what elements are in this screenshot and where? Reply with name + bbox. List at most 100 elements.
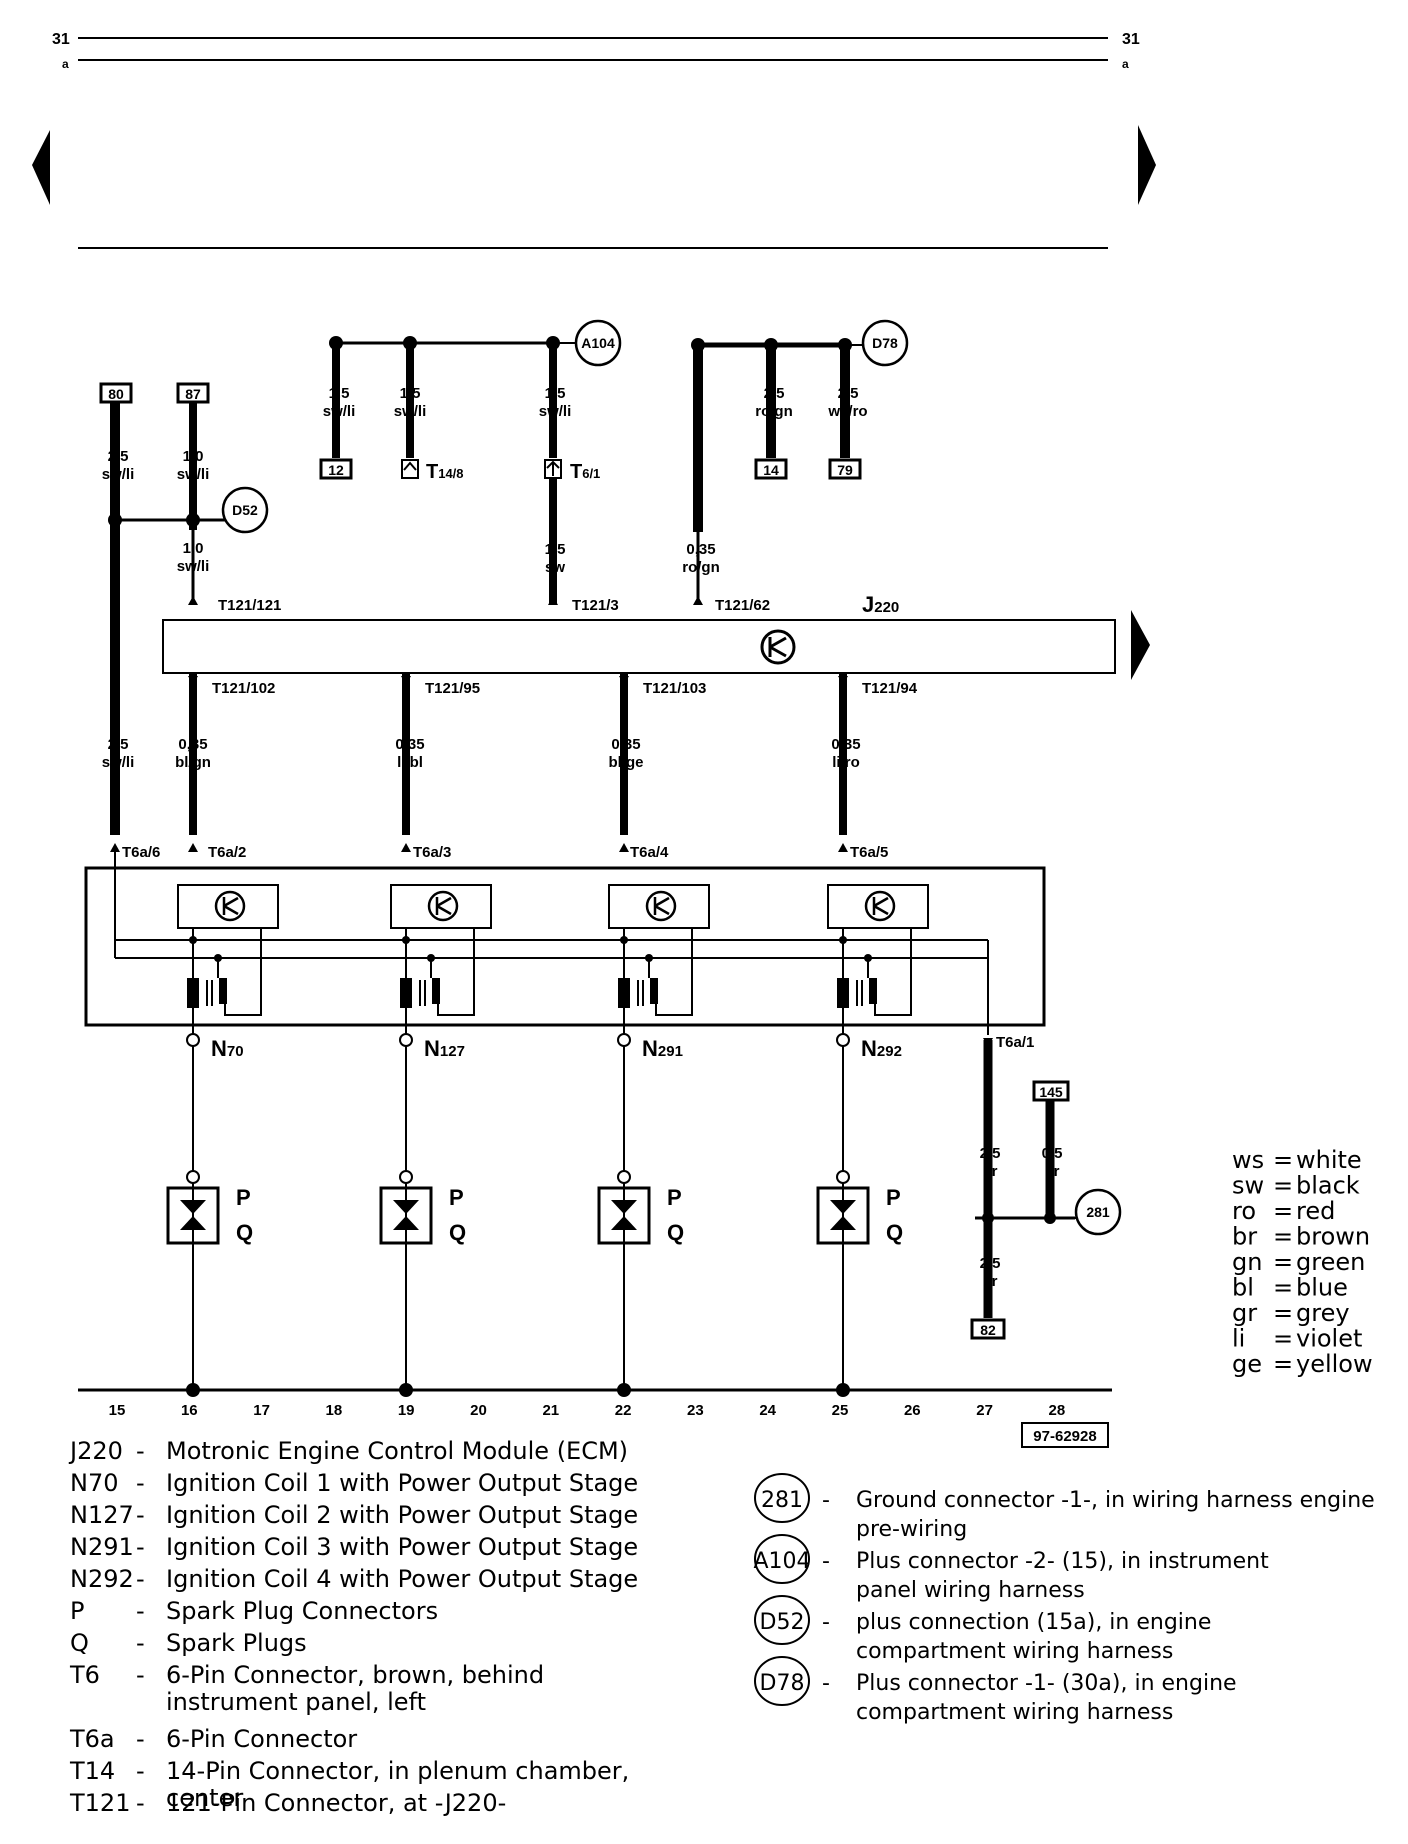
svg-text:T121/94: T121/94 (862, 680, 918, 697)
svg-text:D52: D52 (232, 502, 258, 518)
spark-plug-3: PQ (597, 1170, 684, 1245)
svg-text:panel wiring harness: panel wiring harness (856, 1578, 1085, 1603)
drawing-id-box (1021, 1422, 1109, 1448)
svg-text:281: 281 (1086, 1204, 1110, 1220)
color-name: red (1296, 1197, 1335, 1225)
track-number: 17 (253, 1402, 270, 1419)
svg-text:li/bl: li/bl (397, 754, 423, 771)
track-number: 26 (904, 1402, 921, 1419)
color-code: li (1232, 1325, 1245, 1353)
transistor-icon (427, 890, 459, 922)
page-number-right: 31 (1122, 31, 1140, 48)
svg-text:sw/li: sw/li (539, 403, 572, 420)
page-next-arrow-icon[interactable] (1138, 125, 1156, 205)
svg-text:-: - (822, 1488, 830, 1513)
color-code: sw (1232, 1172, 1264, 1200)
color-name: yellow (1296, 1350, 1373, 1378)
svg-text:1,0: 1,0 (183, 540, 204, 557)
terminal-79 (828, 458, 862, 480)
track-number: 28 (1049, 1402, 1066, 1419)
terminal-87 (176, 382, 210, 404)
svg-text:87: 87 (185, 386, 201, 402)
color-eq: = (1273, 1325, 1293, 1353)
svg-text:compartment wiring harness: compartment wiring harness (856, 1639, 1173, 1664)
color-code: ge (1232, 1350, 1262, 1378)
color-eq: = (1273, 1223, 1293, 1251)
svg-text:sw/li: sw/li (394, 403, 427, 420)
terminal-14 (754, 458, 788, 480)
color-code: bl (1232, 1274, 1254, 1302)
svg-text:ro/gn: ro/gn (682, 559, 720, 576)
spark-plug-4: PQ (816, 1170, 903, 1245)
color-name: white (1296, 1146, 1362, 1174)
track-number: 20 (470, 1402, 487, 1419)
svg-text:sw/li: sw/li (323, 403, 356, 420)
svg-text:T121/103: T121/103 (643, 680, 706, 697)
track-number: 16 (181, 1402, 198, 1419)
ignition-coil-3: N291 (608, 884, 710, 1061)
spark-plug-label: Q (236, 1220, 253, 1245)
continue-arrow-icon[interactable] (1131, 610, 1150, 680)
spark-plug-label: Q (667, 1220, 684, 1245)
svg-text:12: 12 (328, 462, 344, 478)
svg-text:T121/121: T121/121 (218, 597, 281, 614)
page-prev-arrow-icon[interactable] (32, 130, 50, 205)
color-eq: = (1273, 1299, 1293, 1327)
color-name: brown (1296, 1223, 1370, 1251)
svg-text:li/ro: li/ro (832, 754, 860, 771)
terminal-12 (319, 458, 353, 480)
color-name: violet (1296, 1325, 1362, 1353)
connector-arrows (110, 596, 993, 1047)
svg-text:14: 14 (763, 462, 779, 478)
svg-text:0,35: 0,35 (831, 736, 860, 753)
terminal-145 (1032, 1080, 1070, 1102)
svg-text:0,5: 0,5 (1042, 1145, 1063, 1162)
svg-text:1,0: 1,0 (183, 448, 204, 465)
svg-text:0,35: 0,35 (686, 541, 715, 558)
connector-pin-labels: T121/121 T121/3 T121/62 T121/102 T121/95… (122, 597, 1034, 1051)
svg-text:sw/li: sw/li (177, 466, 210, 483)
spark-plug-label: Q (886, 1220, 903, 1245)
track-number: 27 (976, 1402, 993, 1419)
j220-module-box (162, 619, 1116, 674)
page-sub-left: a (62, 57, 69, 71)
svg-text:T121/62: T121/62 (715, 597, 770, 614)
svg-text:sw/li: sw/li (102, 754, 135, 771)
svg-text:br: br (1045, 1163, 1060, 1180)
svg-text:281: 281 (761, 1488, 803, 1513)
color-eq: = (1273, 1274, 1293, 1302)
spark-plug-1: PQ (166, 1170, 253, 1245)
coil-label: N70 (211, 1036, 244, 1061)
color-eq: = (1273, 1172, 1293, 1200)
plug-connector-label: P (886, 1185, 901, 1210)
svg-text:T121/3: T121/3 (572, 597, 619, 614)
plug-connector-label: P (449, 1185, 464, 1210)
connector-d78 (861, 319, 909, 367)
color-eq: = (1273, 1350, 1293, 1378)
transistor-icon (214, 890, 246, 922)
svg-text:sw/li: sw/li (102, 466, 135, 483)
svg-text:T6a/6: T6a/6 (122, 844, 160, 861)
page-number-left: 31 (52, 31, 70, 48)
color-code: gr (1232, 1299, 1257, 1327)
svg-text:T121/95: T121/95 (425, 680, 480, 697)
color-name: grey (1296, 1299, 1350, 1327)
svg-text:D52: D52 (760, 1610, 805, 1635)
svg-text:T6a/3: T6a/3 (413, 844, 451, 861)
pin-glyphs (401, 459, 562, 479)
svg-text:0,35: 0,35 (611, 736, 640, 753)
connector-legend-item: D52-plus connection (15a), in enginecomp… (754, 1595, 1211, 1664)
svg-text:0,35: 0,35 (178, 736, 207, 753)
j220-label: J220 (862, 592, 899, 617)
svg-text:D78: D78 (760, 1671, 805, 1696)
color-name: blue (1296, 1274, 1348, 1302)
svg-text:2,5: 2,5 (980, 1145, 1001, 1162)
svg-text:145: 145 (1039, 1084, 1063, 1100)
page-sub-right: a (1122, 57, 1129, 71)
color-name: green (1296, 1248, 1365, 1276)
svg-text:T6a/5: T6a/5 (850, 844, 888, 861)
svg-text:80: 80 (108, 386, 124, 402)
track-number: 18 (326, 1402, 343, 1419)
ignition-coil-2: N127 (390, 884, 492, 1061)
svg-text:Plus connector -2- (15), in in: Plus connector -2- (15), in instrument (856, 1549, 1269, 1574)
